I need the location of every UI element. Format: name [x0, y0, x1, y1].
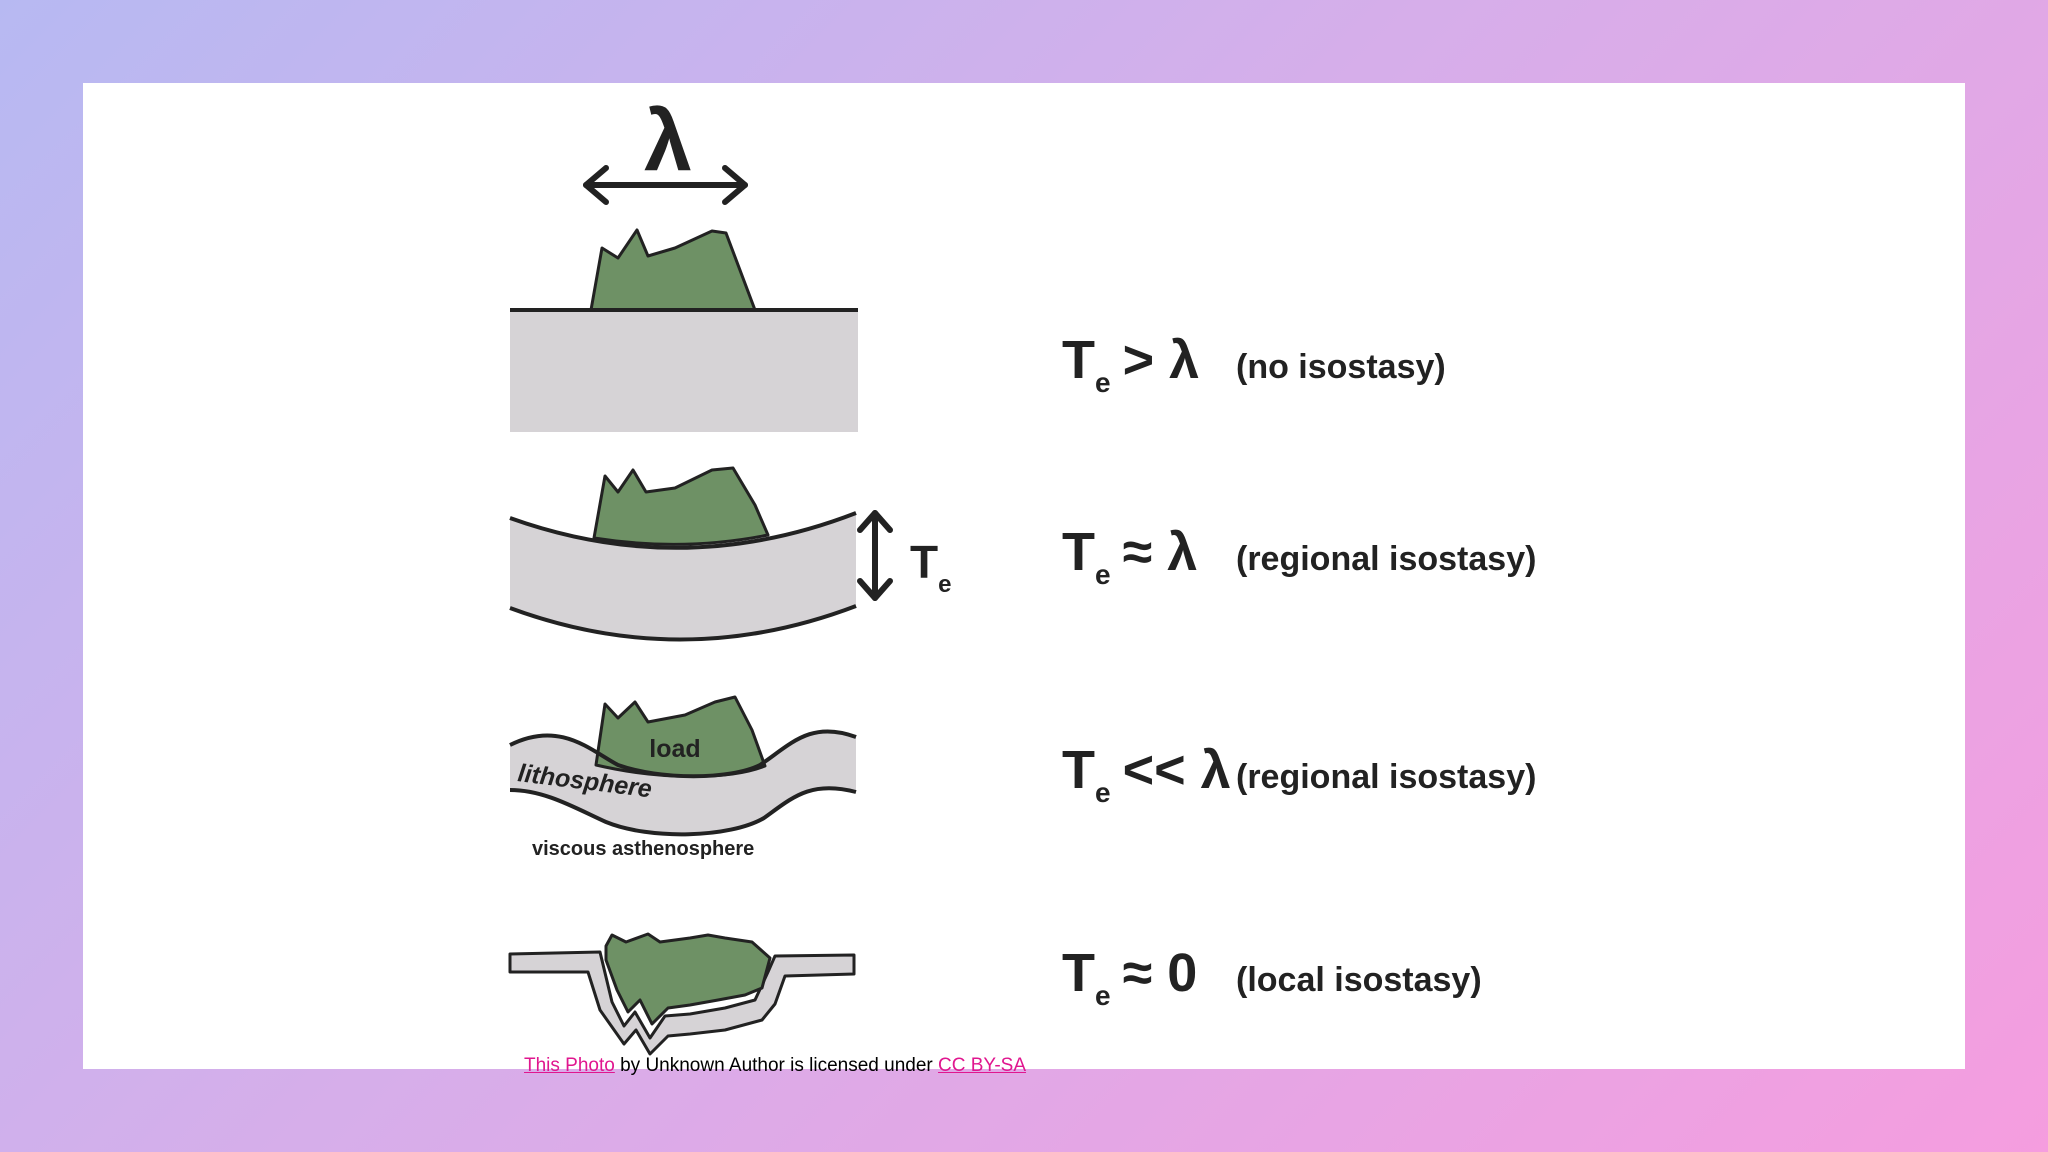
thickness-label: Te — [910, 536, 951, 598]
load-shape — [604, 932, 772, 1026]
svg-text:Te≈ λ: Te≈ λ — [1062, 522, 1197, 590]
wavelength-arrow — [583, 165, 748, 205]
slide — [83, 83, 1965, 1069]
panel-local-isostasy — [508, 932, 856, 1056]
svg-text:(regional isostasy): (regional isostasy) — [1236, 540, 1536, 578]
broken-plate — [508, 950, 856, 1056]
equation-row-4: Te≈ 0 (local isostasy) — [1062, 943, 1482, 1011]
flexed-plate — [510, 513, 856, 640]
svg-text:Te<< λ: Te<< λ — [1062, 740, 1231, 808]
photo-attribution: This Photo by Unknown Author is licensed… — [524, 1055, 1026, 1077]
svg-text:(regional isostasy): (regional isostasy) — [1236, 758, 1536, 796]
rigid-plate — [510, 310, 858, 432]
svg-text:(no isostasy): (no isostasy) — [1236, 348, 1446, 386]
svg-text:(local isostasy): (local isostasy) — [1236, 961, 1482, 999]
panel-regional-isostasy-2: load lithosphere viscous asthenosphere — [509, 695, 857, 860]
svg-text:Te> λ: Te> λ — [1062, 330, 1199, 398]
attribution-text: by Unknown Author is licensed under — [614, 1055, 939, 1076]
load-shape — [592, 466, 770, 546]
panel-no-isostasy — [510, 228, 858, 432]
asthenosphere-label: viscous asthenosphere — [532, 838, 754, 860]
load-label: load — [649, 735, 700, 763]
svg-text:Te≈ 0: Te≈ 0 — [1062, 943, 1197, 1011]
wavelength-label: λ — [644, 93, 692, 189]
panel-regional-isostasy-1: Te — [509, 466, 951, 642]
equation-row-3: Te<< λ (regional isostasy) — [1062, 740, 1536, 808]
license-link[interactable]: CC BY-SA — [938, 1055, 1027, 1076]
load-shape — [589, 228, 757, 312]
thickness-arrow — [857, 510, 893, 601]
equation-row-2: Te≈ λ (regional isostasy) — [1062, 522, 1536, 590]
equation-row-1: Te> λ (no isostasy) — [1062, 330, 1446, 398]
photo-link[interactable]: This Photo — [524, 1055, 615, 1076]
